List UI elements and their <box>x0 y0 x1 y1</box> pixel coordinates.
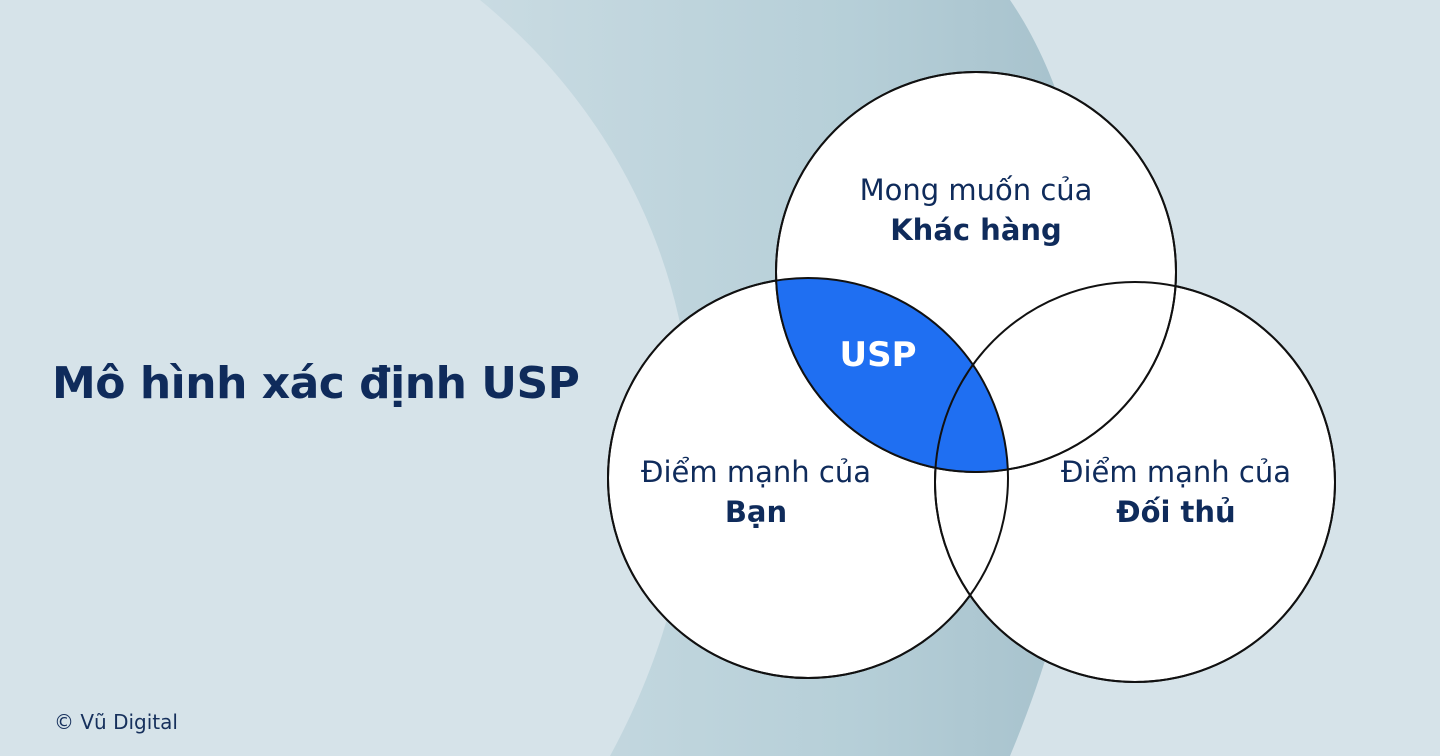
copyright-text: © Vũ Digital <box>54 710 178 734</box>
page-title: Mô hình xác định USP <box>52 358 580 409</box>
left-circle-line1: Điểm mạnh của <box>641 455 871 489</box>
usp-intersection <box>776 278 1008 472</box>
usp-label: USP <box>839 335 916 375</box>
right-circle-line2: Đối thủ <box>1116 495 1235 529</box>
top-circle-line1: Mong muốn của <box>860 173 1093 207</box>
left-circle-line2: Bạn <box>725 495 787 529</box>
circle-right-outline <box>934 281 1336 683</box>
circle-left-outline <box>607 277 1009 679</box>
circle-top-outline <box>775 71 1177 473</box>
top-circle-line2: Khác hàng <box>890 213 1062 247</box>
right-circle-line1: Điểm mạnh của <box>1061 455 1291 489</box>
